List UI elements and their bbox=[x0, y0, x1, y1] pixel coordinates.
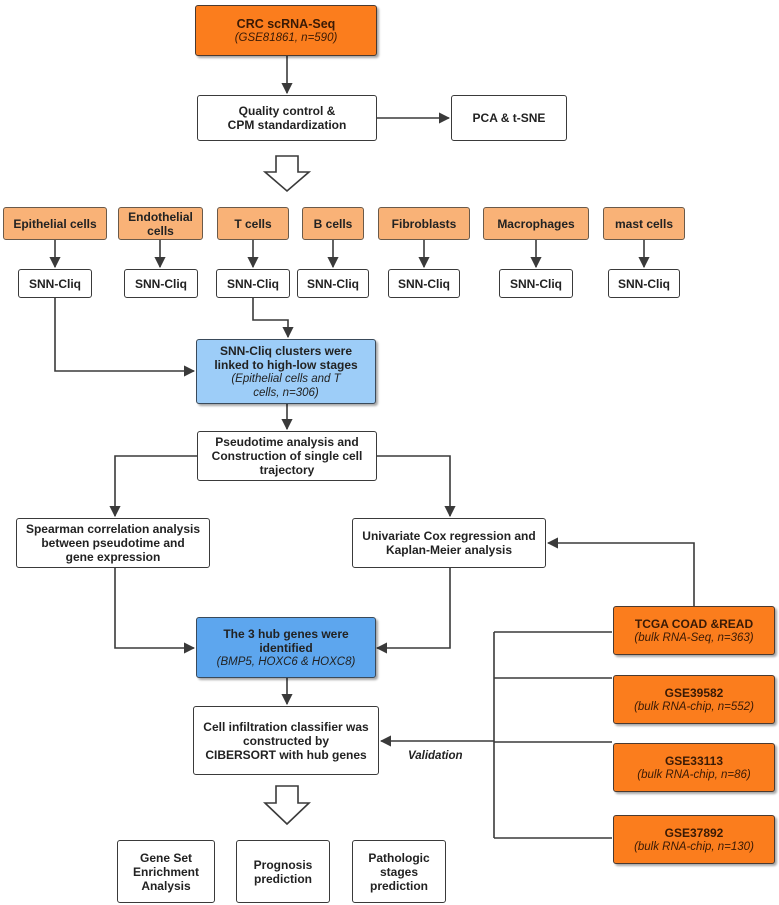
snn-label: SNN-Cliq bbox=[227, 276, 279, 291]
snn-cliq-epithelial: SNN-Cliq bbox=[18, 269, 92, 298]
crc-title: CRC scRNA-Seq bbox=[236, 16, 336, 31]
snn-cliq-macrophages: SNN-Cliq bbox=[499, 269, 573, 298]
hub-line2: identified bbox=[259, 640, 313, 655]
arrow-epithelial-snn-to-clusters bbox=[54, 298, 196, 377]
clusters-sub2: cells, n=306) bbox=[253, 386, 319, 399]
cell-type-label: B cells bbox=[313, 216, 353, 231]
snn-label: SNN-Cliq bbox=[618, 276, 670, 291]
snn-cliq-b-cells: SNN-Cliq bbox=[297, 269, 369, 298]
dataset-subtitle: (bulk RNA-chip, n=552) bbox=[634, 700, 754, 713]
cell-type-label: mast cells bbox=[614, 216, 674, 231]
pseudotime-line1: Pseudotime analysis and bbox=[215, 435, 359, 449]
dataset-subtitle: (bulk RNA-chip, n=86) bbox=[637, 768, 751, 781]
crc-subtitle: (GSE81861, n=590) bbox=[234, 31, 338, 44]
pseudotime-line3: trajectory bbox=[259, 463, 315, 477]
snn-cliq-endothelial: SNN-Cliq bbox=[124, 269, 198, 298]
cell-type-epithelial: Epithelial cells bbox=[3, 207, 107, 240]
cox-line2: Kaplan-Meier analysis bbox=[385, 543, 513, 557]
snn-clusters-node: SNN-Cliq clusters were linked to high-lo… bbox=[196, 339, 376, 404]
dataset-title: GSE37892 bbox=[664, 825, 724, 840]
cox-line1: Univariate Cox regression and bbox=[362, 529, 536, 543]
cell-type-label: Endothelial cells bbox=[128, 209, 193, 238]
outcome-line2: Enrichment bbox=[132, 864, 199, 879]
hollow-down-arrow-top bbox=[262, 155, 312, 193]
outcome-prognosis: Prognosis prediction bbox=[236, 840, 330, 903]
clusters-line1: SNN-Cliq clusters were bbox=[219, 343, 353, 358]
hub-genes-node: The 3 hub genes were identified (BMP5, H… bbox=[196, 617, 376, 678]
dataset-title: TCGA COAD &READ bbox=[634, 616, 754, 631]
arrow-spearman-to-hub bbox=[114, 568, 196, 654]
spearman-line3: gene expression bbox=[65, 550, 161, 564]
outcome-line1: Pathologic bbox=[368, 850, 430, 865]
snn-label: SNN-Cliq bbox=[29, 276, 81, 291]
clusters-sub1: (Epithelial cells and T bbox=[231, 372, 341, 385]
qc-line1: Quality control & bbox=[238, 104, 336, 118]
classifier-line3: CIBERSORT with hub genes bbox=[205, 747, 367, 762]
dataset-subtitle: (bulk RNA-Seq, n=363) bbox=[634, 631, 754, 644]
arrow-tcells-snn-to-clusters bbox=[252, 298, 294, 339]
arrow-cox-to-hub bbox=[375, 568, 451, 654]
outcome-line2: stages bbox=[379, 864, 419, 879]
outcome-gsea: Gene Set Enrichment Analysis bbox=[117, 840, 215, 903]
spearman-line1: Spearman correlation analysis bbox=[25, 522, 201, 536]
outcome-line3: prediction bbox=[369, 878, 428, 893]
cell-type-label: Macrophages bbox=[497, 216, 575, 231]
arrow-pseudotime-to-spearman bbox=[109, 455, 197, 518]
hollow-down-arrow-bottom bbox=[263, 785, 311, 826]
dataset-title: GSE39582 bbox=[664, 685, 724, 700]
arrow-tcga-to-cox bbox=[546, 537, 695, 606]
cox-regression-node: Univariate Cox regression and Kaplan-Mei… bbox=[352, 518, 546, 568]
outcome-line2: prediction bbox=[253, 871, 312, 886]
cell-type-b-cells: B cells bbox=[302, 207, 364, 240]
pca-tsne-node: PCA & t-SNE bbox=[451, 95, 567, 141]
cell-type-endothelial: Endothelial cells bbox=[118, 207, 203, 240]
snn-cliq-mast-cells: SNN-Cliq bbox=[608, 269, 680, 298]
arrow-pseudotime-to-cox bbox=[377, 455, 456, 518]
classifier-line2: constructed by bbox=[242, 733, 329, 748]
cell-type-mast-cells: mast cells bbox=[603, 207, 685, 240]
quality-control-node: Quality control & CPM standardization bbox=[197, 95, 377, 141]
dataset-title: GSE33113 bbox=[664, 753, 724, 768]
snn-label: SNN-Cliq bbox=[307, 276, 359, 291]
outcome-line1: Prognosis bbox=[253, 857, 313, 872]
cell-type-label: T cells bbox=[234, 216, 272, 231]
pseudotime-line2: Construction of single cell bbox=[211, 449, 363, 463]
pca-label: PCA & t-SNE bbox=[472, 111, 546, 125]
snn-label: SNN-Cliq bbox=[510, 276, 562, 291]
snn-cliq-fibroblasts: SNN-Cliq bbox=[388, 269, 460, 298]
classifier-line1: Cell infiltration classifier was bbox=[203, 719, 369, 734]
spearman-node: Spearman correlation analysis between ps… bbox=[16, 518, 210, 568]
validation-label: Validation bbox=[408, 750, 463, 762]
hub-sub: (BMP5, HOXC6 & HOXC8) bbox=[216, 655, 356, 668]
cell-type-fibroblasts: Fibroblasts bbox=[378, 207, 470, 240]
pseudotime-node: Pseudotime analysis and Construction of … bbox=[197, 431, 377, 481]
dataset-subtitle: (bulk RNA-chip, n=130) bbox=[634, 840, 754, 853]
cell-type-macrophages: Macrophages bbox=[483, 207, 589, 240]
snn-label: SNN-Cliq bbox=[135, 276, 187, 291]
snn-cliq-t-cells: SNN-Cliq bbox=[216, 269, 290, 298]
outcome-pathologic: Pathologic stages prediction bbox=[352, 840, 446, 903]
cell-type-label: Epithelial cells bbox=[13, 216, 97, 231]
cell-type-t-cells: T cells bbox=[217, 207, 289, 240]
dataset-gse39582: GSE39582 (bulk RNA-chip, n=552) bbox=[613, 675, 775, 724]
classifier-node: Cell infiltration classifier was constru… bbox=[193, 706, 379, 775]
qc-line2: CPM standardization bbox=[227, 118, 347, 132]
hub-line1: The 3 hub genes were bbox=[223, 626, 349, 641]
dataset-gse37892: GSE37892 (bulk RNA-chip, n=130) bbox=[613, 815, 775, 864]
spearman-line2: between pseudotime and bbox=[41, 536, 185, 550]
dataset-tcga: TCGA COAD &READ (bulk RNA-Seq, n=363) bbox=[613, 606, 775, 655]
clusters-line2: linked to high-low stages bbox=[214, 357, 358, 372]
crc-scrnaseq-node: CRC scRNA-Seq (GSE81861, n=590) bbox=[195, 5, 377, 56]
cell-type-label: Fibroblasts bbox=[391, 216, 457, 231]
dataset-gse33113: GSE33113 (bulk RNA-chip, n=86) bbox=[613, 743, 775, 792]
outcome-line1: Gene Set bbox=[139, 850, 193, 865]
snn-label: SNN-Cliq bbox=[398, 276, 450, 291]
outcome-line3: Analysis bbox=[141, 878, 191, 893]
